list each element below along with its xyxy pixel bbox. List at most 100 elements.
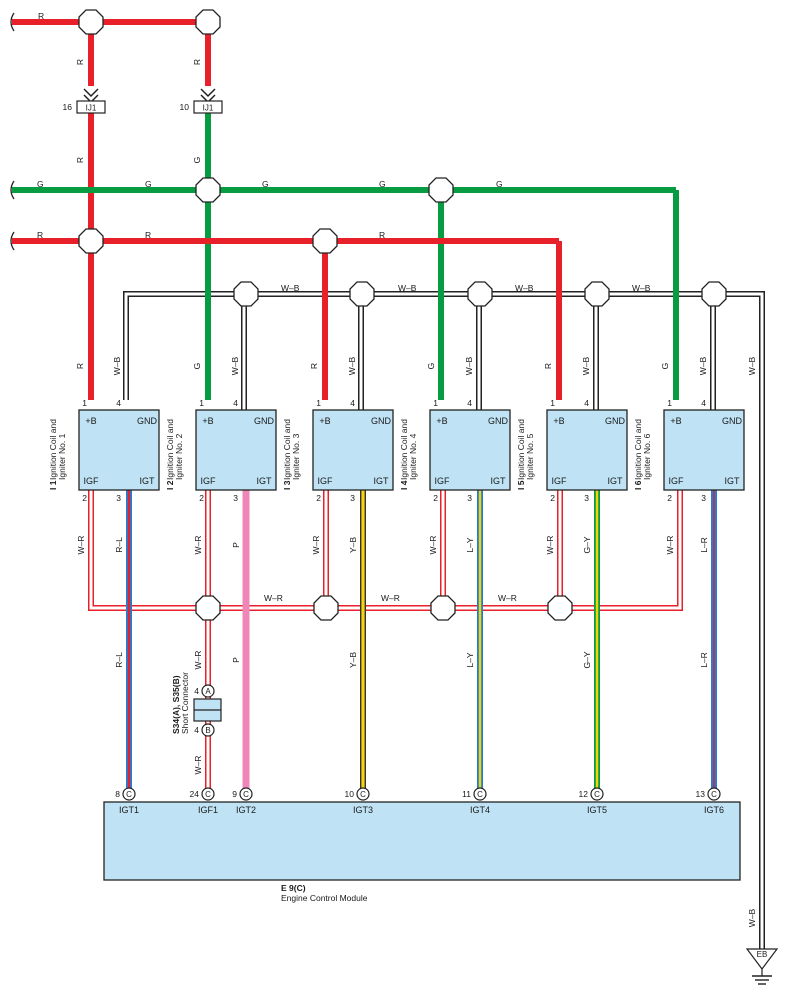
coil-name-line2: Igniter No. 4 — [408, 433, 418, 480]
wire-label: W–B — [347, 356, 357, 375]
short-connector-pin-a: 4 — [194, 686, 199, 696]
ecm-pin-label: IGT2 — [236, 805, 256, 815]
wire-label-g: G — [37, 179, 44, 189]
terminal-gnd: GND — [605, 416, 626, 426]
wire-label: W–B — [698, 356, 708, 375]
wire-label: P — [231, 542, 241, 548]
pin-igt: 3 — [350, 493, 355, 503]
terminal-gnd: GND — [722, 416, 743, 426]
wire-label: G–Y — [582, 536, 592, 553]
pin-igt: 3 — [467, 493, 472, 503]
pin-gnd: 4 — [584, 398, 589, 408]
ecm-pins: C8IGT1C24IGF1C9IGT2C10IGT3C11IGT4C12IGT5… — [115, 787, 724, 815]
connector-ij1-16: IJ1 16 — [63, 88, 106, 114]
ecm-pin-number: 24 — [190, 789, 200, 799]
terminal-gnd: GND — [254, 416, 275, 426]
wire-label: G — [192, 157, 202, 164]
wire-igt-signals — [126, 490, 717, 792]
terminal-igf: IGF — [435, 476, 451, 486]
junction-node — [349, 281, 375, 307]
wire-label-w-b: W–B — [398, 283, 417, 293]
wire-g-bus — [12, 187, 679, 400]
wire-label: G — [660, 363, 670, 370]
ij1-pin-16: 16 — [63, 102, 73, 112]
wire-label: W–B — [230, 356, 240, 375]
wire-label: R — [309, 363, 319, 369]
ecm-name: Engine Control Module — [281, 893, 368, 903]
wire-label-g: G — [262, 179, 269, 189]
wire-label: G–Y — [582, 651, 592, 668]
wire-label: W–R — [193, 756, 203, 775]
wire-label: L–R — [699, 537, 709, 553]
ecm-pin-number: 8 — [115, 789, 120, 799]
ij1-label: IJ1 — [203, 104, 214, 113]
ground-label: EB — [757, 950, 768, 959]
wire-label: W–R — [545, 536, 555, 555]
coil-name-line1: Ignition Coil and — [48, 419, 58, 480]
short-connector: A 4 B 4 S34(A), S35(B) Short Connector — [171, 672, 222, 737]
ecm-pin-number: 12 — [579, 789, 589, 799]
pin-gnd: 4 — [350, 398, 355, 408]
pin-plus-b: 1 — [316, 398, 321, 408]
pin-igt: 3 — [233, 493, 238, 503]
pin-plus-b: 1 — [199, 398, 204, 408]
ecm-code: E 9(C) — [281, 883, 306, 893]
pin-igf: 2 — [199, 493, 204, 503]
wire-label: R–L — [114, 537, 124, 553]
wire-label: G — [192, 363, 202, 370]
coil-name-line1: Ignition Coil and — [165, 419, 175, 480]
wire-label: R — [543, 363, 553, 369]
junction-node — [547, 595, 573, 621]
pin-igf: 2 — [433, 493, 438, 503]
terminal-gnd: GND — [371, 416, 392, 426]
terminal-igt: IGT — [140, 476, 156, 486]
terminal-igt: IGT — [374, 476, 390, 486]
wire-label-g: G — [496, 179, 503, 189]
junction-node — [78, 228, 104, 254]
ij1-pin-10: 10 — [180, 102, 190, 112]
pin-igf: 2 — [550, 493, 555, 503]
wire-label: W–R — [193, 536, 203, 555]
junction-node — [584, 281, 610, 307]
terminal-igt: IGT — [725, 476, 741, 486]
terminal-igf: IGF — [84, 476, 100, 486]
terminal-igf: IGF — [318, 476, 334, 486]
coil-code: I 4 — [399, 480, 409, 490]
pin-gnd: 4 — [116, 398, 121, 408]
wire-label-w-b: W–B — [281, 283, 300, 293]
wire-label-w-r: W–R — [264, 593, 283, 603]
junction-node — [428, 177, 454, 203]
wire-label: Y–B — [348, 652, 358, 668]
ecm-pin-label: IGT1 — [119, 805, 139, 815]
coil-name-line1: Ignition Coil and — [633, 419, 643, 480]
ecm-connector-letter: C — [594, 790, 600, 799]
short-connector-name: Short Connector — [180, 672, 190, 734]
coil-code: I 2 — [165, 480, 175, 490]
wire-label: W–R — [311, 536, 321, 555]
coil-name-line2: Igniter No. 6 — [642, 433, 652, 480]
pin-igt: 3 — [701, 493, 706, 503]
ecm-connector-letter: C — [243, 790, 249, 799]
pin-igf: 2 — [82, 493, 87, 503]
wire-label: W–R — [428, 536, 438, 555]
junction-node — [467, 281, 493, 307]
terminal-plus-b: +B — [553, 416, 564, 426]
wire-label: L–Y — [465, 652, 475, 667]
coil-name-line2: Igniter No. 5 — [525, 433, 535, 480]
junction-node — [195, 177, 221, 203]
junction-node — [430, 595, 456, 621]
connector-ij1-10: IJ1 10 — [180, 88, 223, 114]
ecm-connector-letter: C — [205, 790, 211, 799]
wire-w-r-bus — [88, 490, 683, 792]
